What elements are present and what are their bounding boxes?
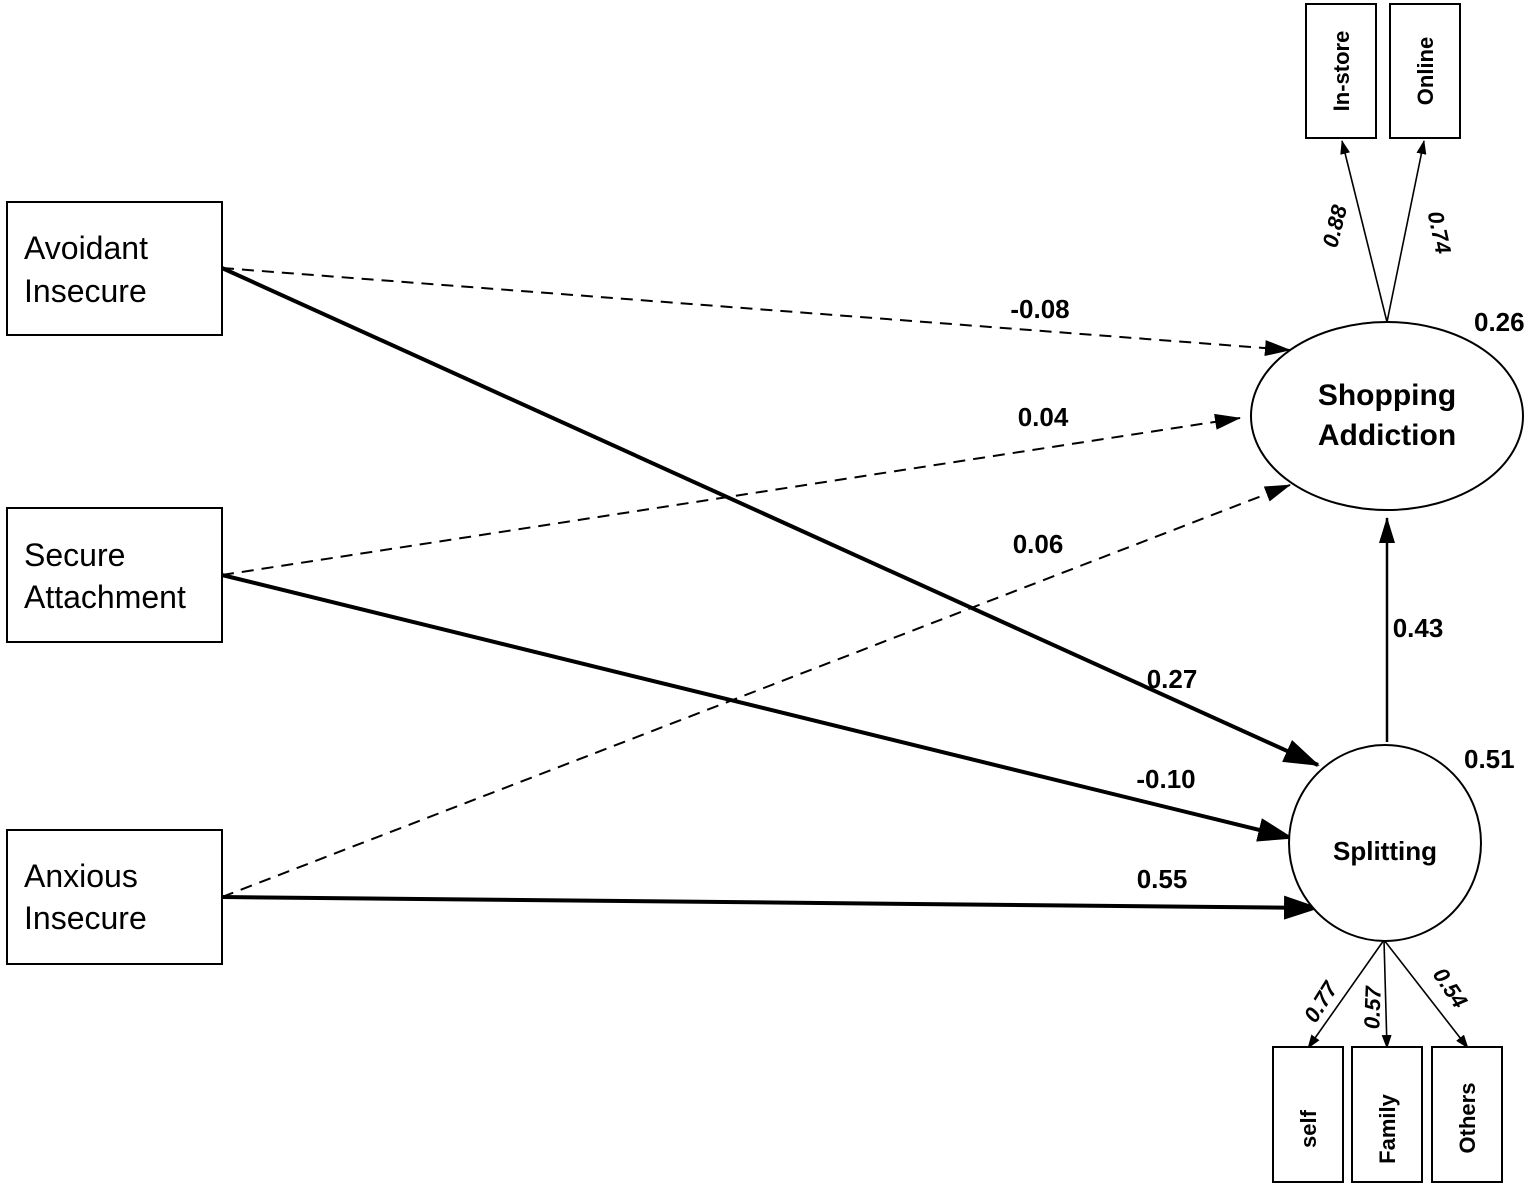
- node-avoidant-insecure: Avoidant Insecure: [6, 201, 223, 336]
- loading-line-self: [1307, 939, 1385, 1049]
- indicator-self: self: [1272, 1046, 1344, 1183]
- path-avoidant-to-shopping: [221, 267, 1291, 357]
- node-secure-attachment: Secure Attachment: [6, 507, 223, 643]
- path-secure-to-splitting: [221, 573, 1294, 842]
- node-anxious-line2: Insecure: [24, 900, 147, 936]
- coef-secure-shopping: 0.04: [1018, 402, 1069, 432]
- path-anxious-to-shopping: [221, 484, 1291, 898]
- coef-splitting-shopping: 0.43: [1393, 613, 1444, 643]
- loading-line-others: [1383, 939, 1469, 1049]
- indicator-others: Others: [1431, 1046, 1503, 1183]
- node-secure-line2: Attachment: [24, 579, 186, 615]
- indicator-online: Online: [1389, 3, 1461, 139]
- node-anxious-line1: Anxious: [24, 858, 138, 894]
- node-anxious-insecure: Anxious Insecure: [6, 829, 223, 965]
- coef-anxious-shopping: 0.06: [1013, 529, 1064, 559]
- indicator-family-label: Family: [1375, 1093, 1400, 1163]
- loading-line-online: [1386, 140, 1427, 323]
- r-squared-splitting: 0.51: [1464, 744, 1515, 774]
- loading-online: 0.74: [1423, 209, 1456, 256]
- coef-avoidant-shopping: -0.08: [1010, 294, 1069, 324]
- coef-secure-splitting: -0.10: [1136, 764, 1195, 794]
- loading-line-instore: [1340, 140, 1388, 323]
- r-squared-shopping: 0.26: [1474, 307, 1525, 337]
- node-avoidant-line2: Insecure: [24, 273, 147, 309]
- indicator-self-label: self: [1296, 1109, 1321, 1148]
- loading-instore: 0.88: [1317, 202, 1352, 250]
- path-avoidant-to-splitting: [221, 266, 1320, 767]
- indicator-instore: In-store: [1305, 3, 1377, 139]
- loading-self: 0.77: [1299, 976, 1344, 1027]
- node-avoidant-line1: Avoidant: [24, 230, 148, 266]
- path-secure-to-shopping: [221, 413, 1241, 576]
- loading-family: 0.57: [1359, 984, 1386, 1029]
- node-shopping-line1: Shopping: [1318, 379, 1456, 412]
- indicator-family: Family: [1351, 1046, 1423, 1183]
- indicator-instore-label: In-store: [1329, 31, 1354, 112]
- indicator-others-label: Others: [1455, 1083, 1480, 1154]
- node-splitting-label: Splitting: [1333, 836, 1437, 866]
- path-anxious-to-splitting: [221, 895, 1320, 920]
- node-shopping-addiction: Shopping Addiction: [1250, 321, 1524, 511]
- coef-avoidant-splitting: 0.27: [1147, 664, 1198, 694]
- node-shopping-line2: Addiction: [1318, 419, 1456, 452]
- node-secure-line1: Secure: [24, 537, 125, 573]
- coef-anxious-splitting: 0.55: [1137, 864, 1188, 894]
- indicator-online-label: Online: [1413, 37, 1438, 105]
- node-splitting: Splitting: [1288, 744, 1482, 942]
- loading-line-family: [1381, 939, 1392, 1049]
